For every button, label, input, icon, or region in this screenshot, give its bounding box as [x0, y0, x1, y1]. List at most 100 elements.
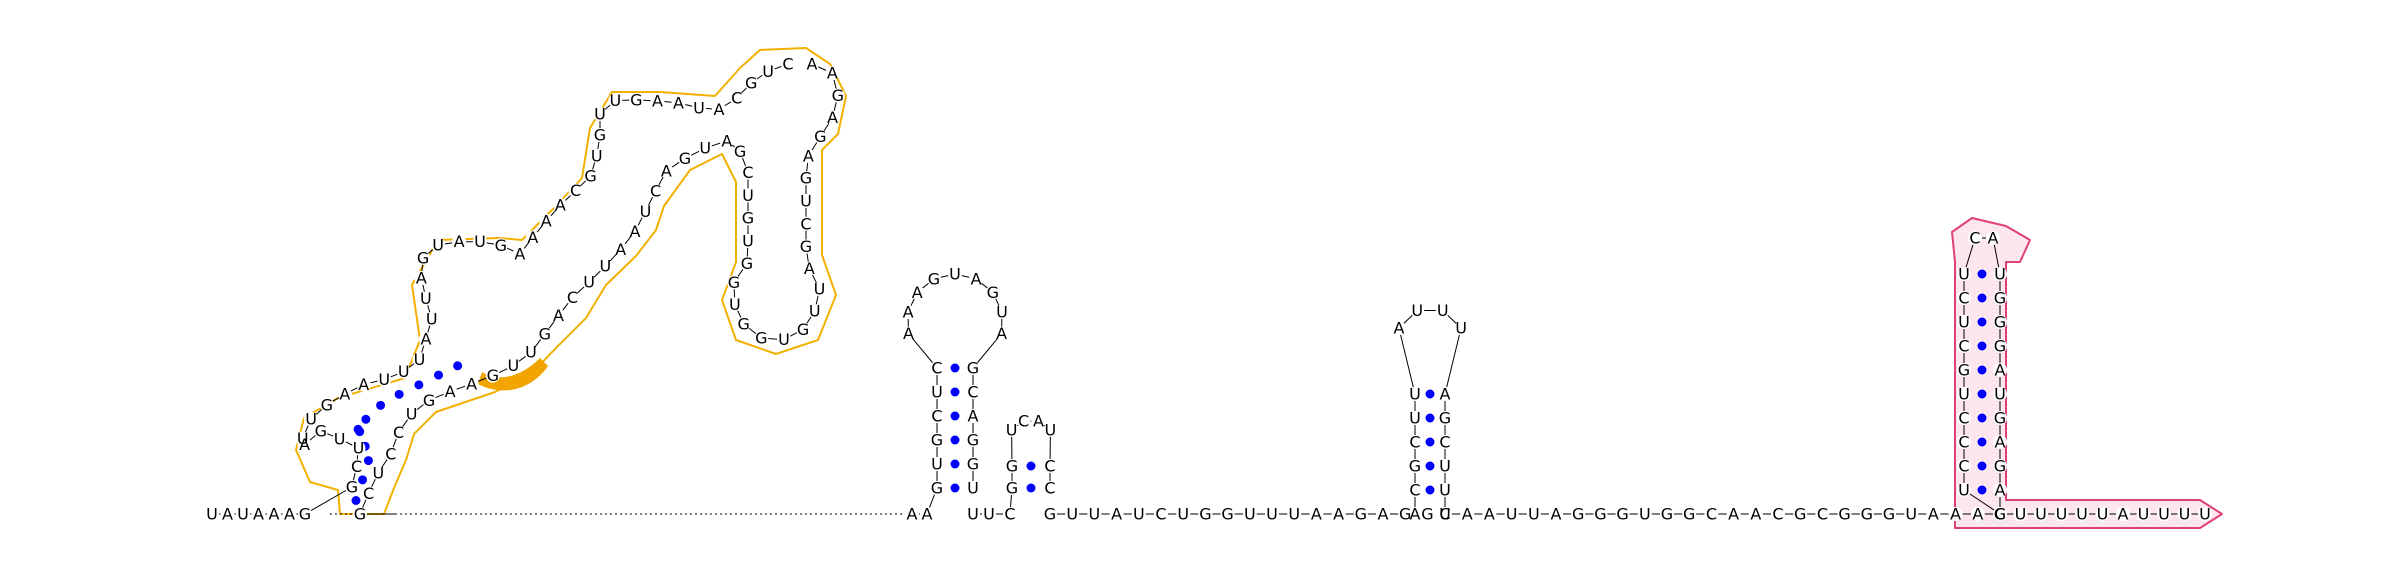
linker-d-nucleotide: C	[1994, 505, 2005, 524]
hairpin1-loop-right	[972, 333, 1002, 369]
branch1-descend-nucleotide: U	[372, 463, 384, 482]
nucleotide-halo	[1003, 507, 1017, 521]
nucleotide-halo	[220, 507, 235, 521]
nucleotide-halo	[582, 275, 597, 290]
nucleotide-halo	[1993, 507, 2007, 521]
linker-d-nucleotide: G	[1794, 505, 1806, 524]
hairpin3-right-nucleotide: U	[1439, 481, 1451, 500]
nucleotide-halo	[416, 250, 431, 265]
nucleotide-halo	[930, 385, 944, 399]
nucleotide-halo	[524, 345, 539, 360]
linker-d-nucleotide: A	[1551, 505, 1562, 524]
nucleotide-halo	[1957, 339, 1971, 353]
hairpin3-loop-nucleotide: U	[1411, 301, 1423, 320]
hairpin3-pair-dot	[1425, 413, 1435, 423]
nucleotide-halo	[948, 267, 962, 281]
nucleotide-halo	[1993, 483, 2007, 497]
branch1-descend-nucleotide: G	[539, 325, 551, 344]
hairpin3-loop-nucleotide: A	[1393, 319, 1404, 338]
tail3-nucleotide: U	[2097, 505, 2109, 524]
nucleotide-halo	[1265, 507, 1279, 521]
nucleotide-halo	[801, 148, 816, 163]
branch1-ascend-nucleotide: U	[591, 146, 603, 165]
nucleotide-halo	[608, 93, 623, 108]
strand5-nucleotide: G	[299, 505, 311, 524]
hairpin4-loop-nucleotide: C	[1969, 229, 1980, 248]
nucleotide-halo	[472, 234, 487, 249]
linker-c-nucleotide: G	[1421, 505, 1433, 524]
linker-b-nucleotide: C	[1004, 505, 1015, 524]
linker-d-nucleotide: A	[1972, 505, 1983, 524]
hairpin3-left-nucleotide: U	[1409, 385, 1421, 404]
linker-c-nucleotide: U	[1266, 505, 1278, 524]
nucleotide-halo	[377, 372, 392, 387]
nucleotide-halo	[1571, 507, 1586, 521]
hairpin4-pair-dot	[1977, 437, 1987, 447]
linker-d-nucleotide: A	[1728, 505, 1739, 524]
hairpin2-loop-nucleotide: A	[1033, 412, 1044, 431]
nucleotide-halo	[926, 271, 941, 286]
nucleotide-halo	[677, 151, 692, 166]
branch1-ascend-nucleotide: G	[315, 421, 327, 440]
hairpin3-right-nucleotide: U	[1439, 505, 1451, 524]
hairpin4-right-nucleotide: U	[1994, 265, 2006, 284]
tail3-nucleotide: U	[2015, 505, 2027, 524]
branch1-descend-nucleotide: U	[800, 191, 812, 210]
nucleotide-halo	[1957, 363, 1971, 377]
branch1-descend-nucleotide: C	[742, 163, 753, 182]
branch1-descend-nucleotide: G	[738, 314, 750, 333]
hairpin4-left-nucleotide: C	[1958, 409, 1969, 428]
branch1-descend-nucleotide: G	[800, 169, 812, 188]
branch1-pair-dot	[361, 414, 371, 424]
nucleotide-halo	[1242, 507, 1257, 521]
nucleotide-halo	[698, 141, 713, 156]
branch1-descend-nucleotide: A	[804, 259, 815, 278]
hairpin1-right-nucleotide: G	[967, 359, 979, 378]
linker-d-hairpin4	[1963, 489, 2001, 515]
linker-d-nucleotide: C	[1439, 505, 1450, 524]
nucleotide-halo	[966, 385, 980, 399]
nucleotide-halo	[371, 465, 386, 480]
branch1-ascend-nucleotide: C	[731, 89, 742, 108]
nucleotide-halo	[796, 322, 811, 337]
nucleotide-halo	[1948, 507, 1963, 521]
nucleotide-halo	[1309, 507, 1324, 521]
nucleotide-halo	[337, 387, 352, 402]
nucleotide-halo	[1637, 507, 1652, 521]
nucleotide-halo	[638, 204, 653, 219]
branch1-descend-nucleotide: U	[599, 257, 611, 276]
hairpin1-loop-nucleotide: A	[996, 324, 1007, 343]
nucleotide-halo	[353, 507, 367, 521]
domain-highlight-accent	[478, 358, 548, 391]
nucleotide-halo	[1504, 507, 1519, 521]
nucleotide-halo	[1957, 435, 1971, 449]
hairpin4-right-nucleotide: A	[1995, 433, 2006, 452]
hairpin1-right-nucleotide: A	[968, 407, 979, 426]
branch1-descend-nucleotide: A	[827, 108, 838, 127]
hairpin1-pair-dot	[950, 483, 960, 493]
nucleotide-halo	[736, 316, 751, 331]
branch1-pair-dot	[358, 475, 368, 485]
nucleotide-halo	[930, 409, 944, 423]
branch1-descend-nucleotide: C	[650, 182, 661, 201]
branch1-ascend-nucleotide: U	[693, 98, 705, 117]
nucleotide-halo	[1882, 507, 1896, 521]
nucleotide-halo	[1460, 507, 1475, 521]
hairpin2-left-nucleotide: G	[1006, 479, 1018, 498]
nucleotide-halo	[1438, 459, 1452, 473]
nucleotide-halo	[741, 188, 755, 203]
hairpin2-loop-nucleotide: U	[1006, 420, 1018, 439]
branch1-descend-nucleotide: A	[661, 161, 672, 180]
nucleotide-halo	[1957, 291, 1971, 305]
nucleotide-halo	[2136, 507, 2151, 521]
hairpin4-right-nucleotide: G	[1994, 289, 2006, 308]
nucleotide-halo	[1408, 459, 1422, 473]
hairpin4-left-nucleotide: C	[1958, 289, 1969, 308]
hairpin3-pair-dot	[1425, 485, 1435, 495]
nucleotide-halo	[1993, 459, 2007, 473]
nucleotide-halo	[396, 364, 411, 379]
linker-c-nucleotide: U	[1089, 505, 1101, 524]
branch1-ascend-nucleotide: U	[432, 236, 444, 255]
nucleotide-halo	[966, 409, 980, 423]
nucleotide-halo	[1408, 483, 1422, 497]
